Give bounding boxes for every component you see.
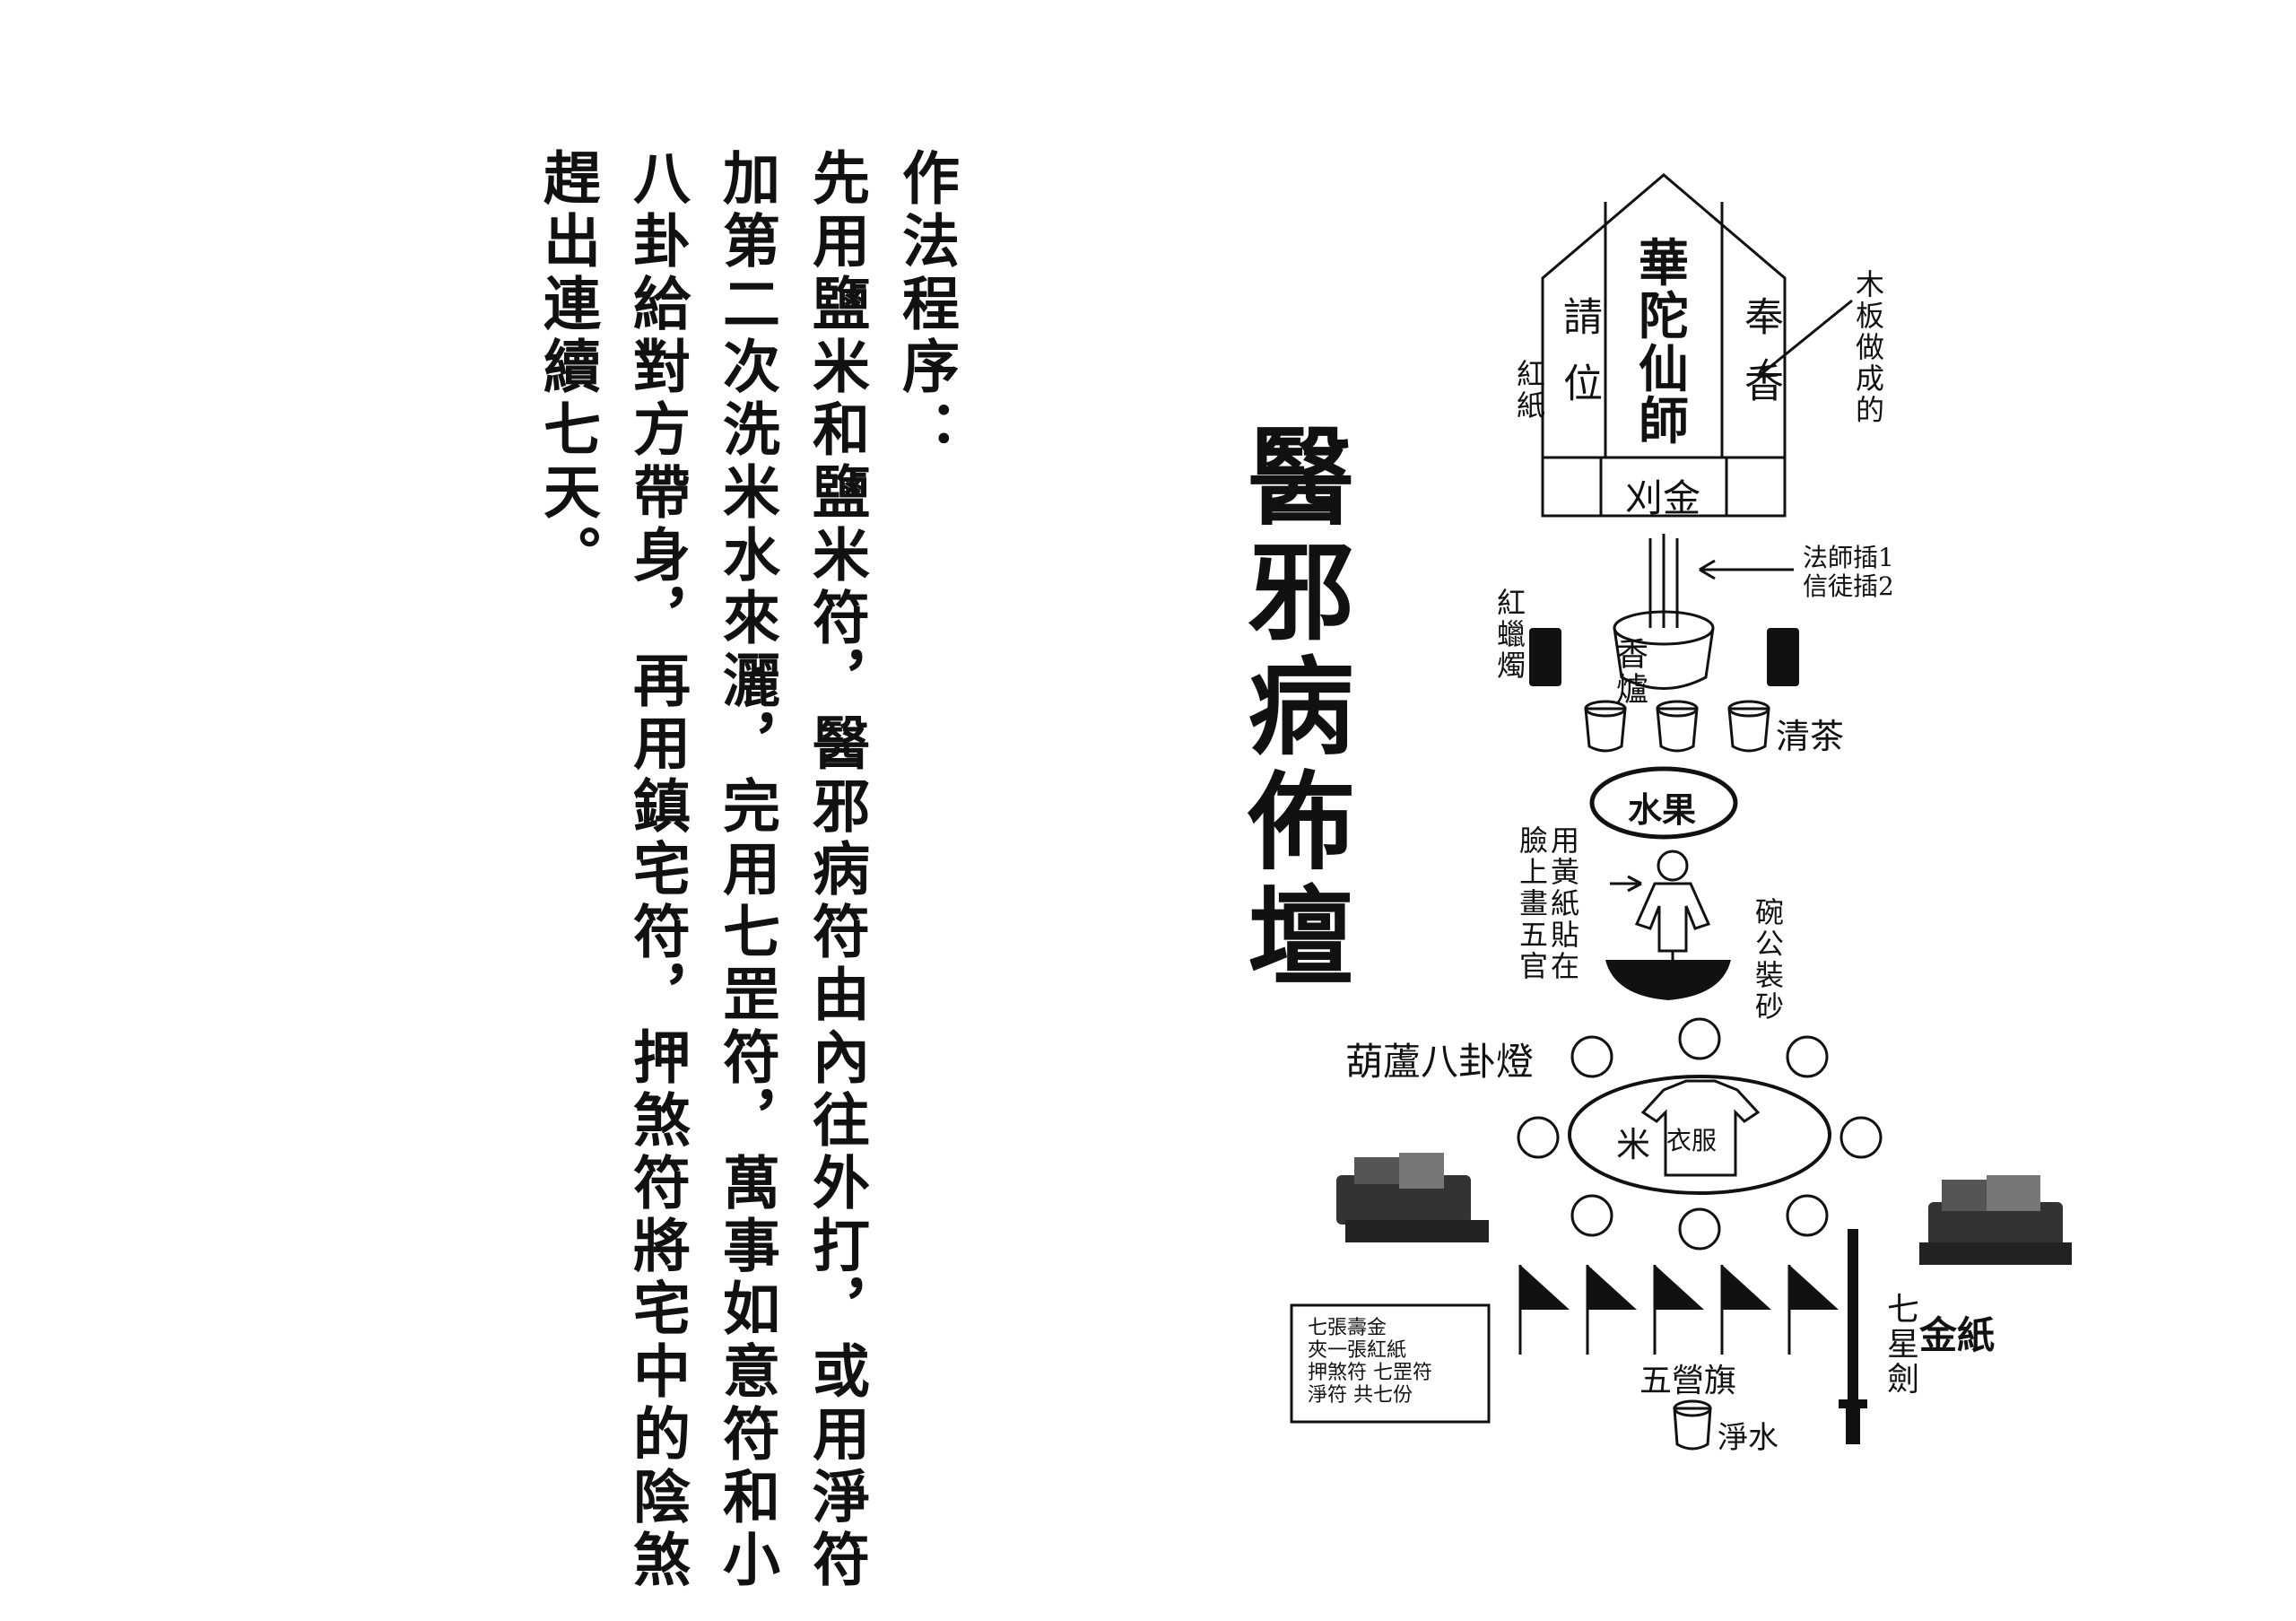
- gold-paper-label: 金紙: [1919, 1313, 1996, 1357]
- procedure-heading: 作法程序：: [892, 148, 960, 462]
- incense-arrow: [1699, 559, 1794, 580]
- incense-note-1: 法師插1: [1803, 543, 1894, 572]
- diagram-title: 醫邪病佈壇: [1230, 422, 1354, 996]
- clothes-label: 衣服: [1666, 1126, 1718, 1155]
- shrine-right-note: 木板做成的: [1851, 269, 1885, 426]
- fruit-label: 水果: [1628, 789, 1697, 830]
- candle-label: 紅蠟燭: [1492, 588, 1526, 682]
- rice-label: 米: [1616, 1125, 1651, 1164]
- procedure-line-3: 八卦給對方帶身，再用鎮宅符，押煞符將宅中的陰煞: [623, 148, 691, 1592]
- rice-plate: [1568, 1075, 1831, 1195]
- shrine-left-note: 紅紙: [1512, 359, 1546, 422]
- candle-right: [1767, 628, 1799, 686]
- sword-label: 七星劍: [1882, 1292, 1918, 1397]
- clothes-icon: [1640, 1079, 1761, 1177]
- incense-note-2: 信徒插2: [1803, 571, 1894, 601]
- procedure-line-1: 先用鹽米和鹽米符，醫邪病符由內往外打，或用淨符: [803, 148, 870, 1592]
- gold-paper-right: [1919, 1175, 2072, 1265]
- box-line-4: 淨符 共七份: [1308, 1384, 1413, 1407]
- shrine-base-text: 刈金: [1625, 476, 1701, 520]
- flags-label: 五營旗: [1639, 1363, 1737, 1399]
- water-cup: [1673, 1407, 1712, 1451]
- box-line-3: 押煞符 七罡符: [1308, 1362, 1432, 1384]
- paper-doll: [1634, 850, 1711, 978]
- gold-paper-left: [1336, 1153, 1489, 1242]
- seven-star-sword: [1848, 1229, 1858, 1399]
- box-line-1: 七張壽金: [1308, 1317, 1387, 1339]
- shrine-left-text: 請位: [1556, 296, 1602, 429]
- shrine-right-text: 奉香: [1737, 296, 1783, 429]
- bagua-lamps: [1517, 1017, 1883, 1251]
- box-line-2: 夾一張紅紙: [1308, 1339, 1407, 1362]
- shrine-center-name: 華陀仙師: [1639, 234, 1689, 452]
- doll-note-1: 用黃紙貼在: [1546, 825, 1580, 982]
- notes-box-text: 七張壽金 夾一張紅紙 押煞符 七罡符 淨符 共七份: [1308, 1317, 1432, 1407]
- lamp-label: 葫蘆八卦燈: [1345, 1040, 1535, 1084]
- shrine-tablet-outline: [1541, 173, 1787, 518]
- board-arrow: [1757, 299, 1853, 379]
- doll-note-2: 臉上畫五官: [1515, 825, 1549, 982]
- notes-box: [1290, 1303, 1491, 1424]
- censer-label: 香爐: [1611, 637, 1648, 707]
- fruit-plate: [1589, 766, 1738, 840]
- procedure-line-2: 加第二次洗米水來灑，完用七罡符，萬事如意符和小: [713, 148, 780, 1592]
- tea-cups: [1584, 700, 1770, 753]
- sand-bowl: [1605, 960, 1731, 1000]
- procedure-line-4: 趕出連續七天。: [534, 148, 601, 588]
- bowl-note: 碗公裝砂: [1751, 897, 1785, 1023]
- water-label: 淨水: [1718, 1420, 1779, 1456]
- tea-label: 清茶: [1776, 717, 1845, 756]
- candle-left: [1529, 628, 1561, 686]
